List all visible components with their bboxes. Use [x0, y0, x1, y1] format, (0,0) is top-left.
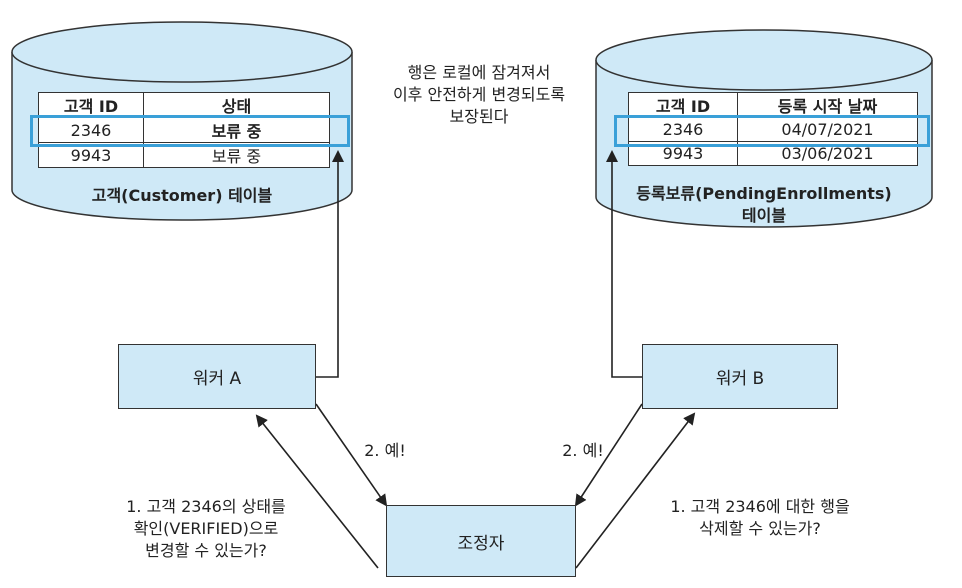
pending-header-date: 등록 시작 날짜 — [737, 92, 918, 118]
lock-note: 행은 로컬에 잠겨져서 이후 안전하게 변경되도록 보장된다 — [364, 62, 594, 128]
worker-a-to-customer-arrow — [316, 150, 344, 378]
question-a-line-1: 1. 고객 2346의 상태를 — [126, 497, 286, 516]
pending-row-highlight — [614, 115, 930, 147]
lock-note-line-2: 이후 안전하게 변경되도록 — [392, 85, 566, 104]
pending-caption-line-2: 테이블 — [741, 206, 787, 225]
pending-header-id: 고객 ID — [628, 92, 738, 118]
table-row: 2346 보류 중 — [38, 117, 330, 143]
coordinator-box: 조정자 — [386, 505, 576, 577]
customer-row-highlight — [30, 115, 350, 147]
coordinator-to-worker-a-arrow — [255, 414, 379, 569]
pending-row-1-date: 04/07/2021 — [737, 117, 918, 142]
pending-table-caption: 등록보류(PendingEnrollments) 테이블 — [604, 183, 924, 227]
worker-a-box: 워커 A — [118, 344, 316, 409]
question-b-line-2: 삭제할 수 있는가? — [699, 519, 821, 538]
customer-header-id: 고객 ID — [38, 92, 144, 118]
question-a: 1. 고객 2346의 상태를 확인(VERIFIED)으로 변경할 수 있는가… — [96, 496, 316, 562]
question-b: 1. 고객 2346에 대한 행을 삭제할 수 있는가? — [640, 496, 880, 540]
question-a-line-3: 변경할 수 있는가? — [145, 541, 267, 560]
reply-label-a: 2. 예! — [364, 441, 406, 460]
pending-table-header-row: 고객 ID 등록 시작 날짜 — [628, 92, 918, 118]
question-a-line-2: 확인(VERIFIED)으로 — [133, 519, 279, 538]
worker-a-to-coordinator-arrow — [315, 403, 388, 507]
worker-b-label: 워커 B — [715, 369, 765, 389]
coordinator-to-worker-b-arrow — [575, 412, 696, 569]
customer-row-1-id: 2346 — [38, 117, 144, 143]
worker-b-to-coordinator-arrow — [574, 403, 643, 507]
reply-label-b: 2. 예! — [562, 441, 604, 460]
lock-note-line-3: 보장된다 — [449, 107, 509, 126]
coordinator-label: 조정자 — [457, 533, 505, 554]
worker-b-box: 워커 B — [642, 344, 838, 409]
customer-table-header-row: 고객 ID 상태 — [38, 92, 330, 118]
table-row: 2346 04/07/2021 — [628, 117, 918, 142]
question-b-line-1: 1. 고객 2346에 대한 행을 — [670, 497, 850, 516]
lock-note-line-1: 행은 로컬에 잠겨져서 — [407, 63, 551, 82]
customer-table-caption: 고객(Customer) 테이블 — [91, 186, 273, 205]
pending-caption-line-1: 등록보류(PendingEnrollments) — [636, 184, 892, 203]
customer-header-status: 상태 — [143, 92, 330, 118]
worker-a-label: 워커 A — [192, 369, 242, 389]
worker-b-to-pending-arrow — [606, 150, 642, 378]
